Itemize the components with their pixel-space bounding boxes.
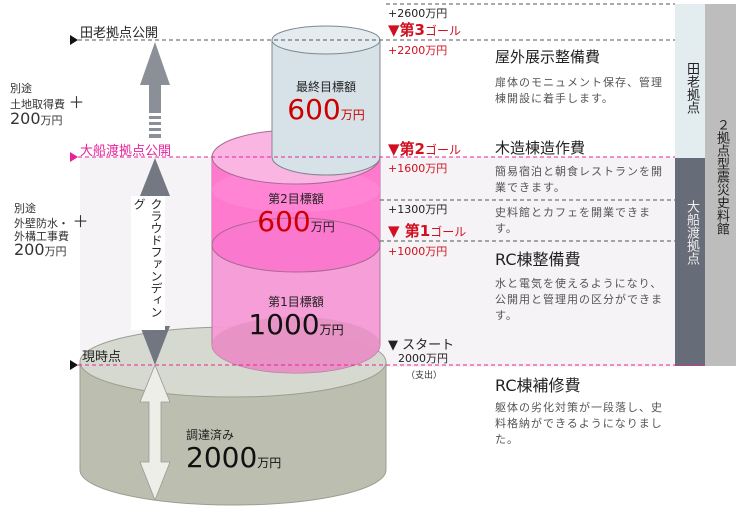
final-goal-number: 600 xyxy=(287,93,341,126)
down-triangle-icon: ▼ xyxy=(388,21,400,39)
second-goal-label: 第2目標額 xyxy=(268,192,324,206)
start-amount: 2000万円 xyxy=(398,352,448,365)
amount-2200: +2200万円 xyxy=(388,44,448,57)
ofunato-side-label: 大船渡拠点 xyxy=(684,200,699,265)
cost-title: 屋外展示整備費 xyxy=(495,48,601,66)
second-goal-unit: 万円 xyxy=(310,220,335,234)
plus-icon: ＋ xyxy=(68,93,85,112)
taro-marker-icon xyxy=(70,35,78,45)
cost-desc: 躯体の劣化対策が一段落し、史料格納ができるようになりました。 xyxy=(495,401,663,446)
first-goal-value: 1000万円 xyxy=(212,310,380,345)
extra1-line2: 土地取得費 xyxy=(10,98,65,111)
down-triangle-icon: ▼ xyxy=(388,222,405,240)
plus-icon: ＋ xyxy=(72,212,89,231)
extra-cost-exterior: 別途 外壁防水・ ＋ 外構工事費 200万円 xyxy=(14,202,89,258)
goal1-kanji: 第1 xyxy=(404,222,431,240)
cost-item-wooden: 木造棟造作費 簡易宿泊と朝食レストランを開業できます。 xyxy=(495,137,670,196)
cost-title: RC棟整備費 xyxy=(495,250,581,269)
raised-label: 調達済み xyxy=(186,428,235,442)
final-goal-label: 最終目標額 xyxy=(295,80,356,94)
goal3-suffix: ゴール xyxy=(424,24,461,38)
cost-item-rc-maintenance: RC棟整備費 水と電気を使えるようになり、公開用と管理用の区分ができます。 xyxy=(495,246,670,324)
extra2-line1: 別途 xyxy=(14,202,36,215)
raised-unit: 万円 xyxy=(257,456,282,470)
extra2-unit: 万円 xyxy=(44,245,67,258)
cost-desc: 扉体のモニュメント保存、管理棟開設に着手します。 xyxy=(495,76,663,105)
extra2-line2: 外壁防水・ xyxy=(14,217,69,230)
crowdfunding-label: クラウドファンディング xyxy=(131,196,165,330)
final-goal-value: 600万円 xyxy=(272,95,380,130)
extra1-line1: 別途 xyxy=(10,82,32,95)
extra2-amount: 200 xyxy=(14,240,45,259)
cost-desc: 史料館とカフェを開業できます。 xyxy=(495,206,651,235)
overall-side-bar xyxy=(705,4,736,366)
taro-side-bar xyxy=(675,4,705,158)
second-goal-value: 600万円 xyxy=(212,207,380,242)
current-label: 現時点 xyxy=(82,350,122,365)
second-goal-number: 600 xyxy=(257,205,311,238)
cost-desc: 簡易宿泊と朝食レストランを開業できます。 xyxy=(495,165,663,194)
cost-title: 木造棟造作費 xyxy=(495,139,586,157)
extra-cost-land: 別途 土地取得費 ＋ 200万円 xyxy=(10,82,85,128)
cost-title: RC棟補修費 xyxy=(495,376,581,395)
goal3-kanji: 第3 xyxy=(399,21,425,39)
taro-side-label: 田老拠点 xyxy=(684,62,699,114)
amount-1000: +1000万円 xyxy=(388,245,448,258)
goal2-label: ▼第2ゴール xyxy=(388,138,461,159)
extra1-line2-row: 土地取得費 ＋ xyxy=(10,93,85,112)
raised-number: 2000 xyxy=(186,441,258,474)
goal2-kanji: 第2 xyxy=(399,140,425,158)
final-goal-block: 最終目標額 600万円 xyxy=(272,78,380,130)
amount-1300: +1300万円 xyxy=(388,203,448,216)
first-goal-number: 1000 xyxy=(248,308,320,341)
raised-block: 調達済み 2000万円 xyxy=(186,426,281,478)
overall-side-label: ２拠点型震災史料館 xyxy=(714,118,729,235)
first-goal-block: 第1目標額 1000万円 xyxy=(212,293,380,345)
extra1-amount: 200 xyxy=(10,109,41,128)
down-triangle-icon: ▼ xyxy=(388,140,400,158)
final-goal-unit: 万円 xyxy=(340,108,365,122)
ofunato-open-label: 大船渡拠点公開 xyxy=(80,144,172,159)
goal1-label: ▼ 第1ゴール xyxy=(388,220,466,241)
goal2-suffix: ゴール xyxy=(424,143,461,157)
extra2-line3: 外構工事費 xyxy=(14,230,69,243)
start-label: ▼ スタート xyxy=(388,338,455,353)
raised-arrow-icon xyxy=(139,363,171,502)
ofunato-side-bar xyxy=(675,158,705,366)
start-note: （支出） xyxy=(406,371,443,381)
goal1-suffix: ゴール xyxy=(430,225,467,239)
taro-open-label: 田老拠点公開 xyxy=(80,26,159,41)
first-goal-label: 第1目標額 xyxy=(268,295,324,309)
cost-item-rc-repair: RC棟補修費 躯体の劣化対策が一段落し、史料格納ができるようになりました。 xyxy=(495,372,670,448)
goal3-label: ▼第3ゴール xyxy=(388,19,461,40)
cost-item-museum: 史料館とカフェを開業できます。 xyxy=(495,205,670,237)
second-goal-block: 第2目標額 600万円 xyxy=(212,190,380,242)
cost-desc: 水と電気を使えるようになり、公開用と管理用の区分ができます。 xyxy=(495,277,663,322)
taro-up-arrow-icon xyxy=(140,42,170,138)
cost-item-outdoor: 屋外展示整備費 扉体のモニュメント保存、管理棟開設に着手します。 xyxy=(495,46,670,107)
ofunato-marker-icon xyxy=(70,152,78,162)
current-marker-icon xyxy=(70,360,78,370)
amount-2600: +2600万円 xyxy=(388,7,448,20)
raised-value: 2000万円 xyxy=(186,443,281,478)
extra1-unit: 万円 xyxy=(40,114,63,127)
first-goal-unit: 万円 xyxy=(319,323,344,337)
amount-1600: +1600万円 xyxy=(388,162,448,175)
